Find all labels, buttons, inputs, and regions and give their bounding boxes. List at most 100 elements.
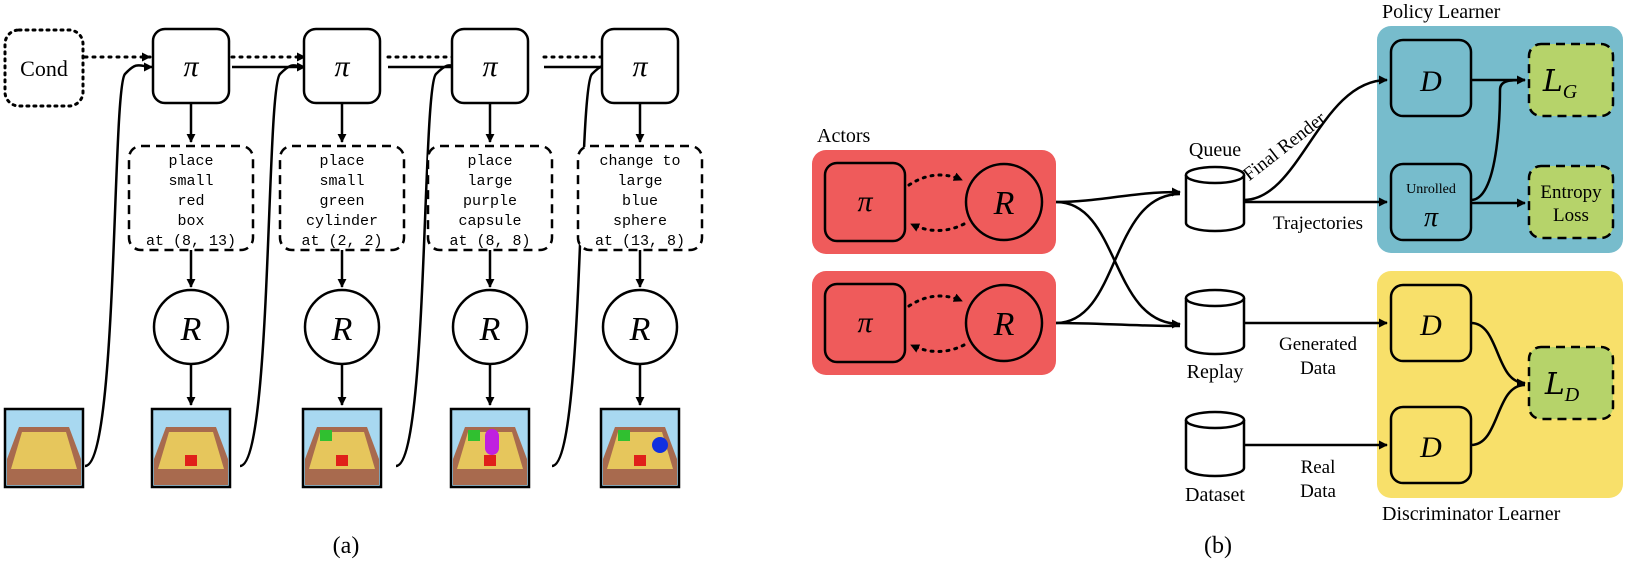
renderer-symbol: R (629, 311, 651, 348)
policy-symbol: π (632, 50, 648, 83)
entropy-loss-line1: Entropy (1540, 182, 1602, 203)
action-text-line: small (319, 173, 364, 190)
actor-1-dotted-arc-top (907, 172, 964, 187)
action-text-line: change to (599, 153, 680, 170)
unrolled-label: Unrolled (1406, 182, 1456, 197)
canvas-object-red (185, 455, 197, 466)
action-text-line: capsule (458, 213, 521, 230)
actor-2-dotted-arc-bottom (909, 343, 966, 353)
feedback-link-3 (551, 64, 618, 468)
real-data-line2: Data (1300, 481, 1336, 502)
loss-d-text: LD (1544, 367, 1580, 406)
loss-d-box (1527, 345, 1615, 421)
real-data-line1: Real (1301, 457, 1336, 478)
policy-learner-label: Policy Learner (1382, 1, 1501, 23)
replay-label: Replay (1187, 361, 1244, 383)
feedback-link-2 (395, 64, 462, 468)
loss-g-text: LG (1542, 64, 1578, 103)
canvas-object-purple (485, 429, 499, 455)
loss-d-symbol: L (1544, 367, 1565, 402)
action-text-line: cylinder (306, 213, 378, 230)
action-text-line: sphere (613, 213, 667, 230)
final-render-label: Final Render (1239, 108, 1330, 186)
discriminator-learner-label: Discriminator Learner (1382, 503, 1561, 525)
actor-1-policy-symbol: π (857, 185, 873, 218)
policy-d-symbol: D (1419, 65, 1442, 98)
canvas-step-1 (150, 407, 232, 489)
action-text-line: green (319, 193, 364, 210)
canvas-object-red (336, 455, 348, 466)
policy-d-box (1389, 38, 1473, 118)
link-queue-d (1243, 75, 1388, 202)
action-text-line: at (13, 8) (595, 233, 685, 250)
action-text-line: box (177, 213, 204, 230)
panel-b: Actors π R π R Queue Replay (812, 1, 1623, 559)
actors-label: Actors (817, 125, 871, 147)
loss-g-box (1527, 42, 1615, 118)
action-text-line: at (2, 2) (301, 233, 382, 250)
actor-1-renderer-circle (964, 162, 1044, 242)
policy-symbol: π (183, 50, 199, 83)
generated-data-line2: Data (1300, 358, 1336, 379)
renderer-symbol: R (180, 311, 202, 348)
canvas-object-red (484, 455, 496, 466)
trajectories-label: Trajectories (1273, 213, 1363, 234)
link-actor2-replay (1055, 321, 1181, 328)
link-disc2-lossd (1470, 383, 1526, 447)
caption-a: (a) (333, 533, 360, 559)
loss-g-symbol: L (1542, 64, 1563, 99)
entropy-loss-box (1527, 164, 1615, 240)
actor-1-renderer-symbol: R (993, 185, 1015, 222)
feedback-link-0 (84, 62, 153, 468)
canvas-floor (11, 432, 77, 469)
action-text-line: large (467, 173, 512, 190)
canvas-object-green (468, 430, 480, 441)
actor-2-policy-box (823, 282, 907, 364)
replay-cylinder (1184, 288, 1246, 356)
policy-symbol: π (482, 50, 498, 83)
action-text-line: small (168, 173, 213, 190)
step-3: π place large purple capsule at (8, 8) R (426, 27, 554, 406)
canvas-floor (309, 432, 375, 469)
action-text-line: large (617, 173, 662, 190)
action-box (127, 144, 255, 252)
panel-a: Cond π place small red box at (8, 13) Rπ place s… (3, 27, 704, 559)
entropy-loss-line2: Loss (1553, 205, 1589, 226)
feedback-link-1 (239, 64, 306, 468)
action-text-line: red (177, 193, 204, 210)
action-text-line: place (168, 153, 213, 170)
queue-cylinder (1184, 165, 1246, 233)
action-text-line: at (8, 13) (146, 233, 236, 250)
link-unrolled-lossg (1470, 78, 1526, 202)
canvas-step-4 (599, 407, 681, 489)
link-actor2-queue (1055, 192, 1181, 325)
canvas-step-2 (301, 407, 383, 489)
step-1: π place small red box at (8, 13) R (127, 27, 255, 406)
actor-2-renderer-symbol: R (993, 306, 1015, 343)
action-box (278, 144, 406, 252)
canvas-object-blue (652, 437, 668, 453)
action-box (576, 144, 704, 252)
canvas-object-green (618, 430, 630, 441)
loss-g-subscript: G (1563, 81, 1578, 103)
disc-d-symbol-1: D (1419, 309, 1442, 342)
renderer-symbol: R (331, 311, 353, 348)
cond-label: Cond (20, 56, 68, 81)
loss-d-subscript: D (1564, 384, 1580, 406)
renderer-symbol: R (479, 311, 501, 348)
actor-1-policy-box (823, 161, 907, 243)
action-box (426, 144, 554, 252)
unrolled-policy-symbol: π (1424, 202, 1439, 233)
action-text-line: at (8, 8) (449, 233, 530, 250)
action-text-line: place (467, 153, 512, 170)
generated-data-line1: Generated (1279, 334, 1358, 355)
link-disc1-lossd (1470, 321, 1526, 388)
actor-2-policy-symbol: π (857, 306, 873, 339)
action-text-line: purple (463, 193, 517, 210)
actor-1-dotted-arc-bottom (909, 222, 966, 232)
canvas-step-3 (449, 407, 531, 489)
caption-b: (b) (1204, 533, 1232, 559)
